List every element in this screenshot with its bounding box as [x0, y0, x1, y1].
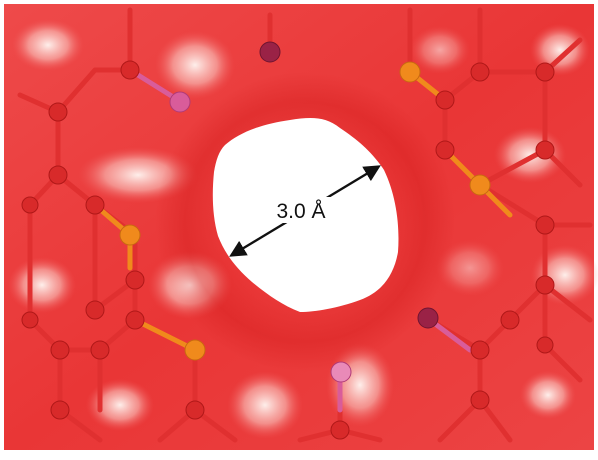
oxygen-atoms — [259, 41, 439, 329]
heteroatom-bonds — [92, 69, 513, 353]
carbon-atoms — [21, 60, 555, 440]
nitrogen-atoms — [119, 61, 491, 361]
label-backdrop — [270, 197, 332, 223]
diameter-label: 3.0 Å — [276, 200, 325, 223]
hydrogen-atoms — [169, 91, 352, 383]
